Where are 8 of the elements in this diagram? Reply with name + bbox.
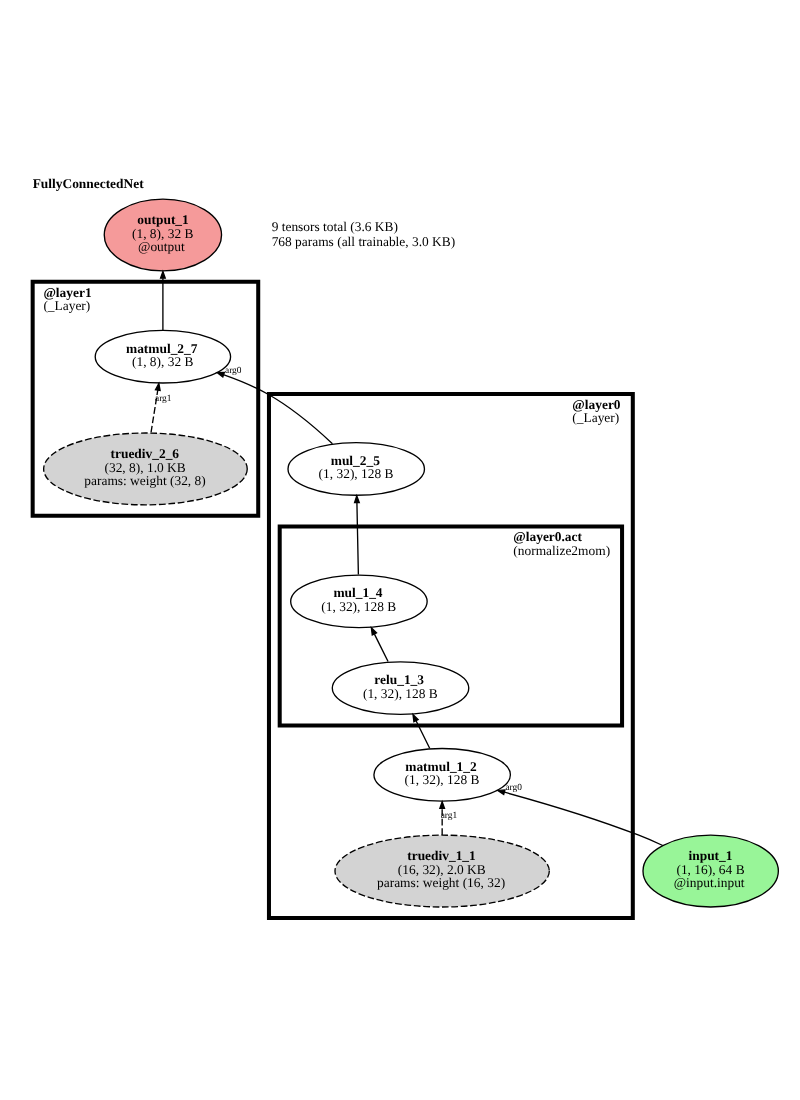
arrow (215, 370, 334, 444)
arrow (495, 788, 664, 846)
arrow (353, 492, 361, 575)
arrow (159, 268, 167, 330)
arrow (412, 711, 431, 748)
arrow (370, 625, 389, 662)
arrow (150, 380, 161, 432)
arrow (438, 798, 446, 835)
